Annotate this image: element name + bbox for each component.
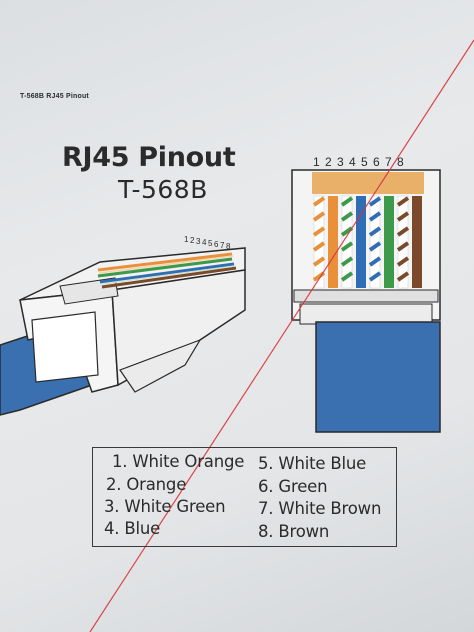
legend-item-1: 1. White Orange	[112, 452, 245, 471]
pin-label-5: 5	[361, 155, 368, 169]
legend-item-4: 4. Blue	[104, 519, 161, 538]
gold-contacts	[312, 172, 424, 194]
small-pin-8: 8	[226, 242, 231, 251]
small-pin-2: 2	[190, 236, 195, 245]
header-label: T-568B RJ45 Pinout	[20, 93, 89, 100]
small-pin-labels: 1 2 3 4 5 6 7 8	[184, 235, 231, 251]
legend-item-7: 7. White Brown	[258, 499, 382, 518]
pin-number-labels: 1 2 3 4 5 6 7 8	[313, 155, 404, 169]
pin-legend-box	[92, 447, 397, 547]
page-subtitle: T-568B	[118, 175, 208, 204]
small-pin-1: 1	[184, 235, 189, 244]
legend-item-6: 6. Green	[258, 477, 328, 496]
small-pin-5: 5	[208, 239, 213, 248]
pin-label-3: 3	[337, 155, 344, 169]
pin-label-4: 4	[349, 155, 356, 169]
legend-item-3: 3. White Green	[104, 497, 226, 516]
small-pin-4: 4	[202, 238, 207, 247]
small-pin-7: 7	[220, 241, 225, 250]
red-pen-line	[89, 39, 474, 632]
pin-label-7: 7	[385, 155, 392, 169]
legend-item-5: 5. White Blue	[258, 454, 367, 473]
rj45-connector-3d	[0, 247, 246, 416]
pin-label-2: 2	[325, 155, 332, 169]
small-pin-6: 6	[214, 240, 219, 249]
small-pin-3: 3	[196, 237, 201, 246]
page-title: RJ45 Pinout	[62, 142, 236, 173]
legend-item-2: 2. Orange	[106, 475, 187, 494]
rj45-connector-front	[291, 169, 441, 433]
pin-label-8: 8	[397, 155, 404, 169]
pin-label-6: 6	[373, 155, 380, 169]
wire-set	[312, 195, 422, 289]
legend-item-8: 8. Brown	[258, 522, 330, 541]
pin-label-1: 1	[313, 155, 320, 169]
